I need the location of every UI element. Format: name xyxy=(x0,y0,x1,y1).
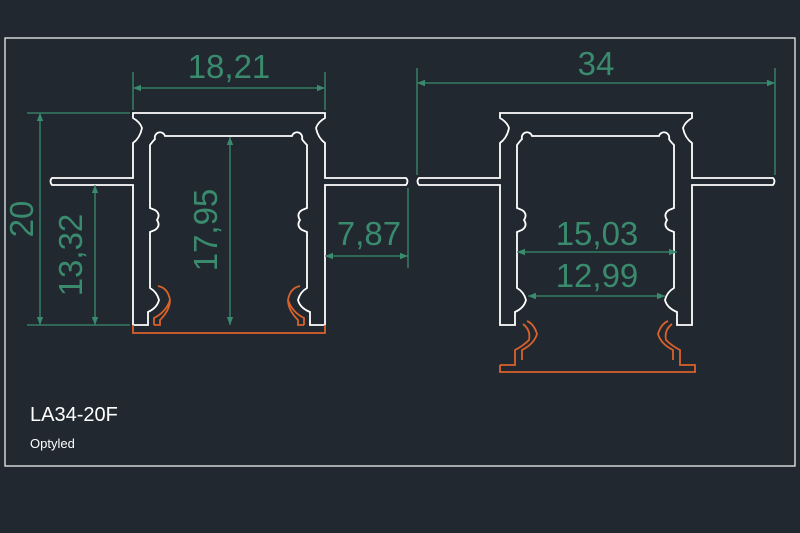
drawing-frame xyxy=(4,37,796,467)
brand-name: Optyled xyxy=(30,436,75,451)
dim-left-total-height: 20 xyxy=(3,201,40,238)
diffuser-right xyxy=(499,320,696,373)
dim-left-flange-offset: 7,87 xyxy=(337,215,401,252)
dim-right-total-width: 34 xyxy=(578,45,615,82)
dim-left-inner-height: 17,95 xyxy=(187,189,224,272)
diffuser-left xyxy=(132,285,326,334)
drawing-title: LA34-20F xyxy=(30,404,118,426)
dim-right-inner-width: 15,03 xyxy=(556,215,639,252)
dim-right-opening-width: 12,99 xyxy=(556,257,639,294)
dimension-lines xyxy=(27,68,776,326)
dim-left-width: 18,21 xyxy=(188,48,271,85)
dim-left-lower-height: 13,32 xyxy=(52,214,89,297)
